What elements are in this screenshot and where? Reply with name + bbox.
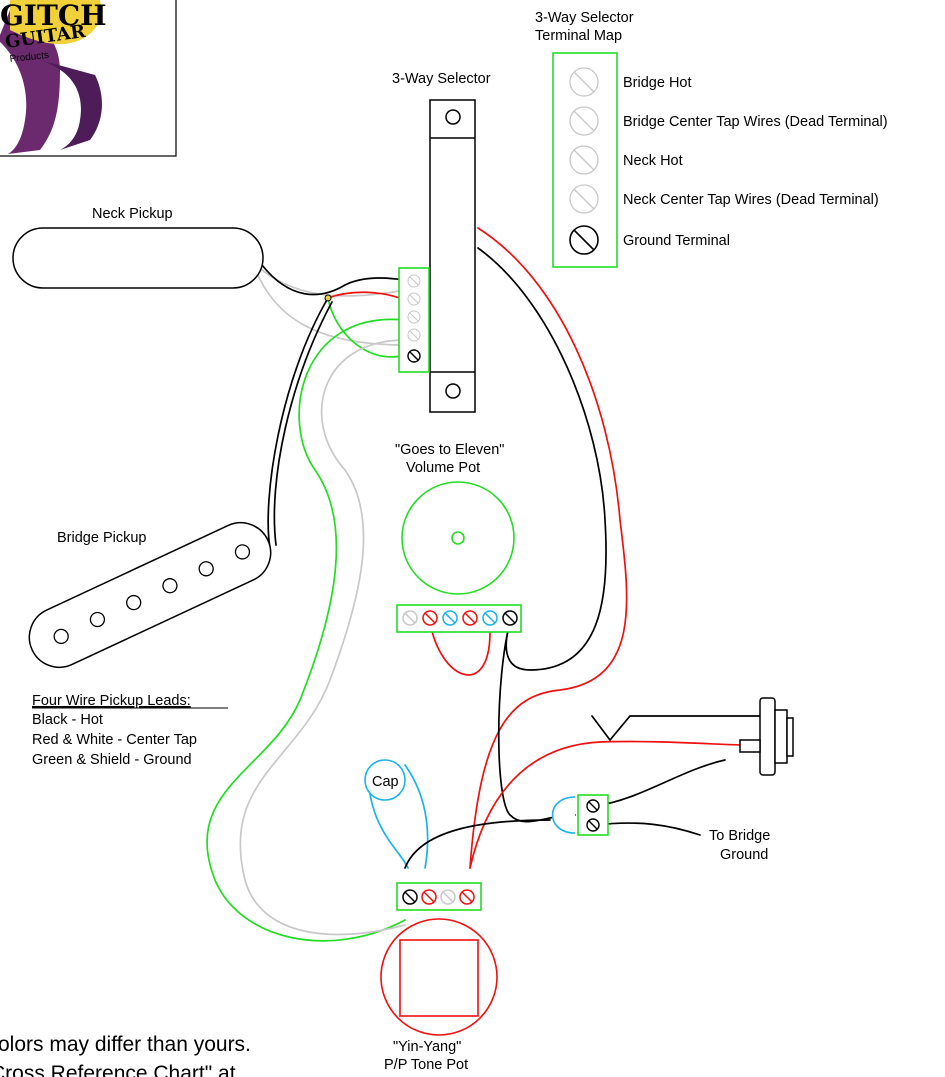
bridge-hot-screw-icon — [569, 67, 599, 97]
bridge-black-wire-2 — [273, 301, 333, 546]
terminal-map-box — [552, 52, 618, 268]
terminal-map-label-3: Neck Hot — [623, 153, 683, 169]
neck-pickup-label: Neck Pickup — [92, 206, 173, 222]
legend-line-3: Green & Shield - Ground — [32, 752, 192, 768]
terminal-map-title-1: 3-Way Selector — [535, 10, 634, 26]
logo: GITCH GUITAR Products — [0, 0, 177, 157]
terminal-map-screws — [569, 67, 599, 214]
bridge-pickup — [28, 521, 272, 669]
junction-dot — [324, 294, 332, 302]
legend-line-2: Red & White - Center Tap — [32, 732, 197, 748]
volume-black-drop — [497, 621, 576, 823]
neck-hot-wire — [261, 264, 406, 296]
terminal-map-label-2: Bridge Center Tap Wires (Dead Terminal) — [623, 114, 888, 130]
volume-pot-label-2: Volume Pot — [406, 460, 480, 476]
selector-red-wire — [469, 227, 628, 869]
three-way-selector — [398, 99, 476, 413]
neck-pickup — [12, 227, 264, 289]
legend-heading: Four Wire Pickup Leads: — [32, 693, 191, 709]
to-bridge-ground-wire — [594, 822, 701, 836]
tone-black-wire — [404, 819, 551, 869]
logo-text-3: Products — [9, 50, 49, 65]
volume-red-loop — [429, 621, 491, 676]
neck-center-tap-screw-icon — [569, 184, 599, 214]
pickup-lead-legend: Four Wire Pickup Leads: Black - Hot Red … — [32, 693, 228, 768]
terminal-map-title-2: Terminal Map — [535, 28, 622, 44]
jack-black-wire — [594, 759, 726, 807]
terminal-map-label-1: Bridge Hot — [623, 75, 692, 91]
neck-green-wire — [327, 297, 406, 358]
output-jack — [739, 697, 794, 776]
jack-red-wire — [469, 740, 746, 869]
jack-lead — [591, 715, 761, 742]
terminal-map-label-4: Neck Center Tap Wires (Dead Terminal) — [623, 192, 879, 208]
bridge-grey-shield — [239, 339, 406, 936]
neck-grey-wire-2 — [261, 269, 406, 297]
selector-label: 3-Way Selector — [392, 71, 491, 87]
logo-text-1: GITCH — [0, 0, 107, 32]
footer-line-1: olors may differ than yours. — [0, 1033, 251, 1056]
to-bridge-ground-label-2: Ground — [720, 847, 768, 863]
tone-pot-label-1: "Yin-Yang" — [393, 1039, 461, 1055]
bridge-center-tap-screw-icon — [569, 106, 599, 136]
cap-blue-wire-2 — [404, 764, 429, 869]
volume-pot — [396, 481, 522, 633]
volume-pot-label-1: "Goes to Eleven" — [395, 442, 504, 458]
neck-red-wire — [327, 291, 406, 301]
legend-line-1: Black - Hot — [32, 712, 103, 728]
neck-hot-screw-icon — [569, 145, 599, 175]
tone-pot — [380, 882, 498, 1036]
bridge-pickup-label: Bridge Pickup — [57, 530, 146, 546]
bridge-black-wire-1 — [267, 297, 329, 549]
ground-terminal-screw-icon — [569, 225, 599, 255]
selector-black-wire — [477, 247, 607, 671]
capacitor: Cap — [364, 759, 406, 801]
footer-line-2: Cross Reference Chart" at — [0, 1062, 236, 1077]
terminal-map-label-5: Ground Terminal — [623, 233, 730, 249]
cap-label: Cap — [372, 774, 399, 790]
to-bridge-ground-label-1: To Bridge — [709, 828, 770, 844]
tone-pot-label-2: P/P Tone Pot — [384, 1057, 468, 1073]
bridge-green-ground — [206, 318, 406, 942]
ground-lug — [551, 794, 609, 836]
